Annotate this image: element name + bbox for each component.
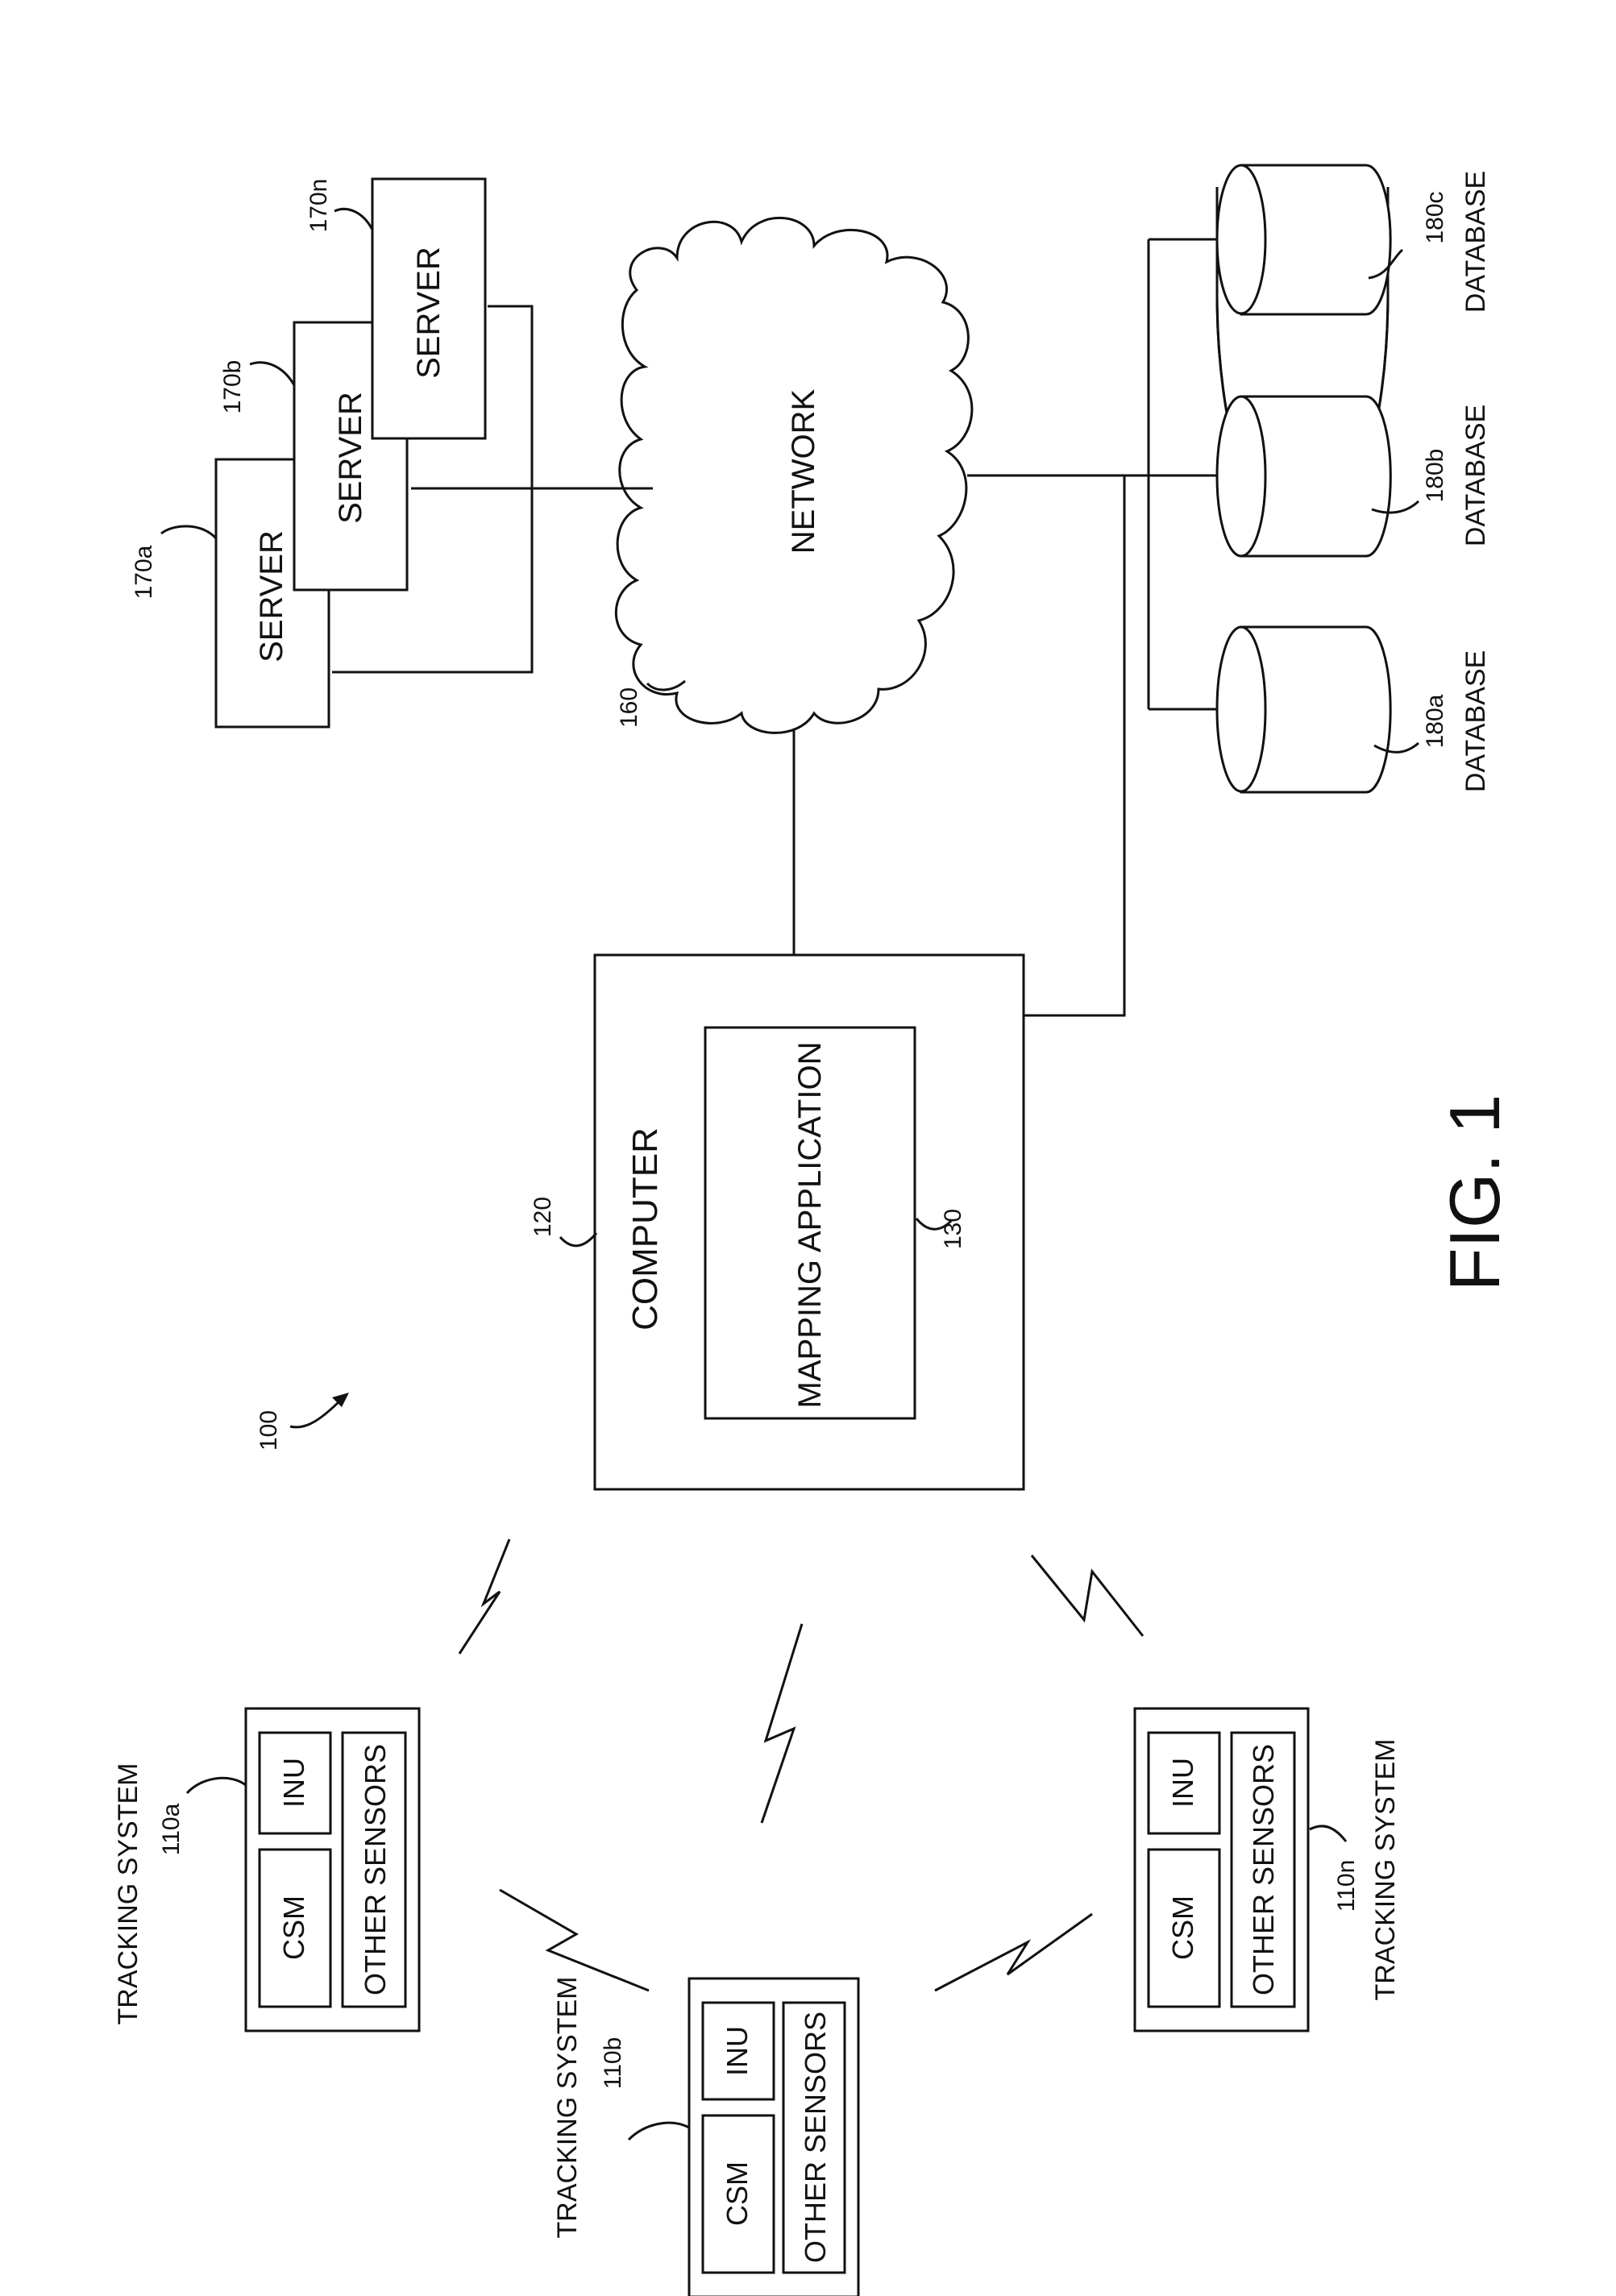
inu-label-110b: INU: [721, 2026, 754, 2076]
ref-130: 130: [940, 1209, 966, 1249]
leader-170n: [334, 209, 372, 230]
inu-label-110n: INU: [1166, 1758, 1199, 1808]
ref-160: 160: [616, 687, 642, 728]
figure-caption: FIG. 1: [1435, 1094, 1514, 1292]
wireless-links: [459, 1539, 1143, 1991]
leader-170b: [250, 363, 294, 385]
tracking-label-110a: TRACKING SYSTEM: [113, 1763, 143, 2025]
ref-110a: 110a: [158, 1803, 185, 1855]
csm-label-110n: CSM: [1166, 1895, 1199, 1960]
ref-170n: 170n: [305, 179, 332, 233]
tracking-system-110b: INU CSM OTHER SENSORS: [689, 1978, 858, 2296]
mapping-app-label: MAPPING APPLICATION: [792, 1042, 828, 1409]
wireless-link-110b: [762, 1624, 802, 1823]
leader-170a: [161, 526, 216, 538]
leader-120: [560, 1233, 596, 1246]
leader-110a: [187, 1778, 246, 1793]
db-180b-top: [1217, 397, 1265, 556]
tracking-system-110a: INU CSM OTHER SENSORS: [246, 1709, 419, 2031]
db-label-180a: DATABASE: [1460, 650, 1491, 792]
db-label-180c: DATABASE: [1460, 171, 1491, 313]
tracking-label-110b: TRACKING SYSTEM: [552, 1977, 583, 2239]
ref-110b: 110b: [600, 2037, 626, 2090]
ref-170b: 170b: [219, 360, 246, 414]
database-cylinders: [1217, 165, 1390, 792]
server-group: SERVER SERVER SERVER: [216, 179, 485, 727]
ref-180c: 180c: [1422, 191, 1448, 243]
ref-180b: 180b: [1422, 449, 1448, 503]
ref-110n: 110n: [1333, 1860, 1360, 1912]
wireless-link-110n: [1032, 1555, 1143, 1636]
db-180a-top: [1217, 627, 1265, 791]
csm-label-110b: CSM: [721, 2161, 754, 2226]
db-180c-top: [1217, 165, 1265, 313]
tracking-label-110n: TRACKING SYSTEM: [1370, 1739, 1401, 2001]
network-label: NETWORK: [786, 388, 821, 554]
database-connections: [967, 239, 1241, 1015]
tracking-system-110n: INU CSM OTHER SENSORS: [1135, 1709, 1308, 2031]
wireless-link-110a-110b: [500, 1890, 649, 1991]
wireless-link-110a: [459, 1539, 509, 1654]
other-sensors-label-110n: OTHER SENSORS: [1247, 1744, 1280, 1995]
ref-180a: 180a: [1422, 694, 1448, 748]
other-sensors-label-110a: OTHER SENSORS: [359, 1744, 392, 1995]
ref-100: 100: [255, 1410, 282, 1451]
db-label-180b: DATABASE: [1460, 405, 1491, 546]
inu-label-110a: INU: [277, 1758, 310, 1808]
leader-110b: [629, 2123, 689, 2140]
other-sensors-label-110b: OTHER SENSORS: [799, 2012, 832, 2263]
leader-160: [647, 681, 685, 690]
computer-label: COMPUTER: [625, 1127, 665, 1331]
server-label-170n: SERVER: [411, 247, 447, 379]
csm-label-110a: CSM: [277, 1895, 310, 1960]
server-label-170a: SERVER: [254, 530, 289, 662]
ref-170a: 170a: [131, 545, 157, 599]
leader-110n: [1310, 1826, 1346, 1841]
server-label-170b: SERVER: [333, 392, 368, 524]
ref-120: 120: [530, 1197, 556, 1237]
wireless-link-110b-110n: [935, 1914, 1092, 1991]
arrow-100: [290, 1398, 343, 1427]
